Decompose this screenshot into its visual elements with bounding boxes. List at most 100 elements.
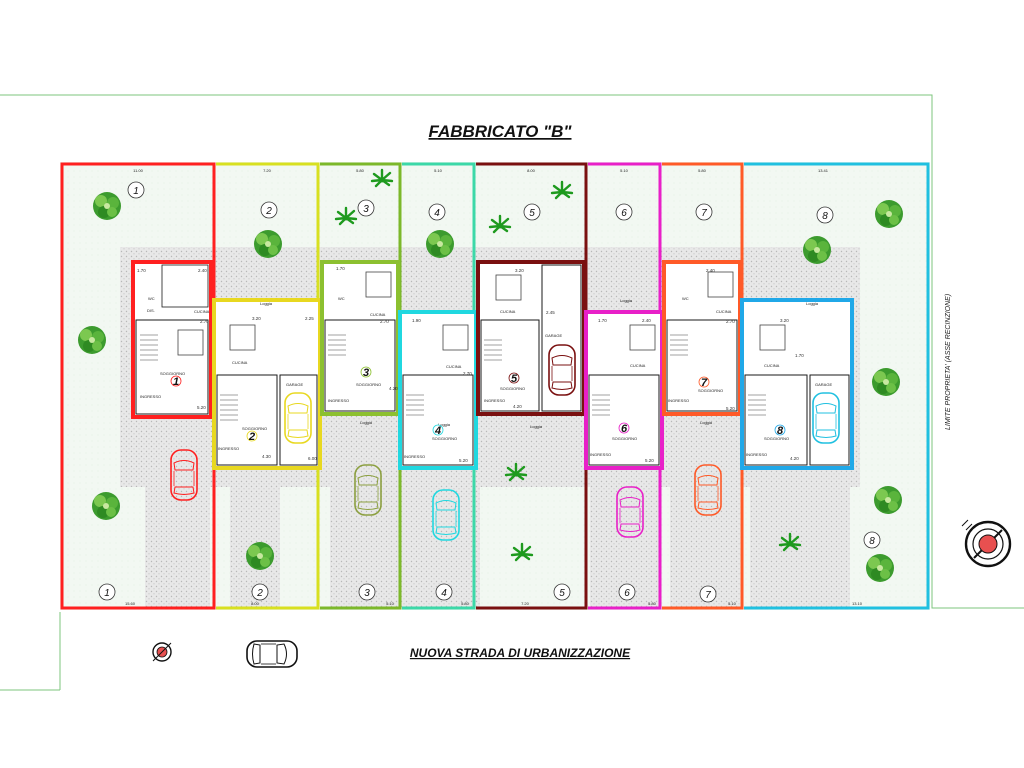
svg-text:8: 8 [777, 425, 784, 437]
lot-marker [428, 203, 446, 221]
svg-text:SOGGIORNO: SOGGIORNO [764, 436, 789, 441]
svg-text:5.80: 5.80 [648, 601, 657, 606]
svg-text:2.70: 2.70 [200, 319, 209, 324]
svg-text:2: 2 [248, 431, 255, 443]
svg-text:1.70: 1.70 [598, 318, 607, 323]
svg-text:4.20: 4.20 [389, 386, 398, 391]
lot-marker [98, 583, 116, 601]
svg-text:15.60: 15.60 [125, 601, 136, 606]
tree-icon [426, 230, 454, 258]
svg-text:3.20: 3.20 [515, 268, 524, 273]
svg-text:Loggia: Loggia [700, 420, 713, 425]
svg-text:INGRESSO: INGRESSO [484, 398, 505, 403]
svg-text:Loggia: Loggia [530, 424, 543, 429]
svg-text:8.00: 8.00 [251, 601, 260, 606]
svg-text:3: 3 [363, 367, 369, 379]
svg-text:8: 8 [869, 536, 875, 547]
svg-text:13.41: 13.41 [818, 168, 829, 173]
lot-marker [695, 203, 713, 221]
svg-text:1.70: 1.70 [336, 266, 345, 271]
svg-text:2.25: 2.25 [305, 316, 314, 321]
bottom-dimensions: 15.60 8.00 5.10 5.80 7.20 5.80 5.10 13.1… [125, 601, 863, 606]
tree-icon [78, 326, 106, 354]
tree-icon [254, 230, 282, 258]
svg-text:GARAGE: GARAGE [286, 382, 303, 387]
svg-text:SOGGIORNO: SOGGIORNO [160, 371, 185, 376]
svg-text:WC: WC [148, 296, 155, 301]
lot-marker [358, 583, 376, 601]
svg-text:11.00: 11.00 [133, 168, 143, 173]
lot-marker [553, 583, 571, 601]
svg-text:5.80: 5.80 [461, 601, 470, 606]
top-dimensions: 11.00 7.20 5.80 5.10 8.00 5.10 5.80 13.4… [133, 168, 829, 173]
svg-text:4.20: 4.20 [790, 456, 799, 461]
svg-text:CUCINA: CUCINA [232, 360, 248, 365]
svg-text:WC: WC [338, 296, 345, 301]
lot-number-labels-top: 1 2 3 4 5 6 7 8 [133, 186, 828, 222]
lot-marker [127, 181, 145, 199]
lot-8-boundary [744, 162, 930, 610]
svg-text:GARAGE: GARAGE [815, 382, 832, 387]
svg-text:4: 4 [434, 425, 441, 437]
unit-3: Loggia CUCINA SOGGIORNO INGRESSO WC 2.70… [320, 260, 400, 516]
svg-text:8.00: 8.00 [527, 168, 536, 173]
lot-marker [618, 583, 636, 601]
svg-text:5: 5 [559, 588, 565, 599]
lot-marker [816, 206, 834, 224]
svg-text:6.00: 6.00 [308, 456, 317, 461]
svg-text:CUCINA: CUCINA [370, 312, 386, 317]
tree-icon [872, 368, 900, 396]
svg-text:5.10: 5.10 [620, 168, 629, 173]
svg-text:WC: WC [682, 296, 689, 301]
svg-text:5.20: 5.20 [197, 405, 206, 410]
svg-text:CUCINA: CUCINA [446, 364, 462, 369]
svg-text:INGRESSO: INGRESSO [668, 398, 689, 403]
svg-text:Loggia: Loggia [360, 420, 373, 425]
svg-text:DIS.: DIS. [147, 308, 155, 313]
svg-text:SOGGIORNO: SOGGIORNO [242, 426, 267, 431]
lot-marker [435, 583, 453, 601]
svg-text:Loggia: Loggia [806, 301, 819, 306]
lot-number-markers-top [127, 181, 834, 224]
svg-text:7.20: 7.20 [521, 601, 530, 606]
tree-icon [246, 542, 274, 570]
svg-text:4: 4 [441, 588, 447, 599]
svg-text:2.70: 2.70 [380, 319, 389, 324]
svg-text:5.80: 5.80 [698, 168, 707, 173]
svg-text:4.30: 4.30 [262, 454, 271, 459]
svg-text:1: 1 [104, 588, 110, 599]
plan-title: FABBRICATO "B" [429, 122, 573, 141]
car-icon [246, 640, 298, 668]
svg-text:CUCINA: CUCINA [500, 309, 516, 314]
svg-text:CUCINA: CUCINA [194, 309, 210, 314]
svg-text:5: 5 [511, 373, 518, 385]
svg-text:CUCINA: CUCINA [716, 309, 732, 314]
svg-text:2.70: 2.70 [463, 371, 472, 376]
tree-icon [866, 554, 894, 582]
unit-4: Loggia CUCINA SOGGIORNO INGRESSO 2.70 5.… [398, 310, 478, 541]
svg-text:INGRESSO: INGRESSO [218, 446, 239, 451]
svg-text:INGRESSO: INGRESSO [328, 398, 349, 403]
svg-text:SOGGIORNO: SOGGIORNO [500, 386, 525, 391]
svg-text:SOGGIORNO: SOGGIORNO [356, 382, 381, 387]
svg-text:1.90: 1.90 [412, 318, 421, 323]
road-label: NUOVA STRADA DI URBANIZZAZIONE [410, 646, 631, 660]
svg-text:5: 5 [529, 208, 535, 219]
lot-1-boundary [60, 162, 216, 610]
svg-text:6: 6 [621, 423, 628, 435]
svg-text:4.20: 4.20 [513, 404, 522, 409]
tree-icon [803, 236, 831, 264]
svg-text:7: 7 [701, 377, 708, 389]
lot-number-markers-bottom [98, 531, 881, 603]
property-boundary [0, 94, 1024, 691]
lot-marker [523, 203, 541, 221]
lot-marker [615, 203, 633, 221]
svg-text:5.10: 5.10 [434, 168, 443, 173]
svg-text:SOGGIORNO: SOGGIORNO [698, 388, 723, 393]
lot-marker [251, 583, 269, 601]
svg-text:3: 3 [364, 588, 370, 599]
tree-icon [874, 486, 902, 514]
svg-text:3.20: 3.20 [252, 316, 261, 321]
unit-5: Loggia CUCINA SOGGIORNO INGRESSO GARAGE … [476, 260, 586, 429]
